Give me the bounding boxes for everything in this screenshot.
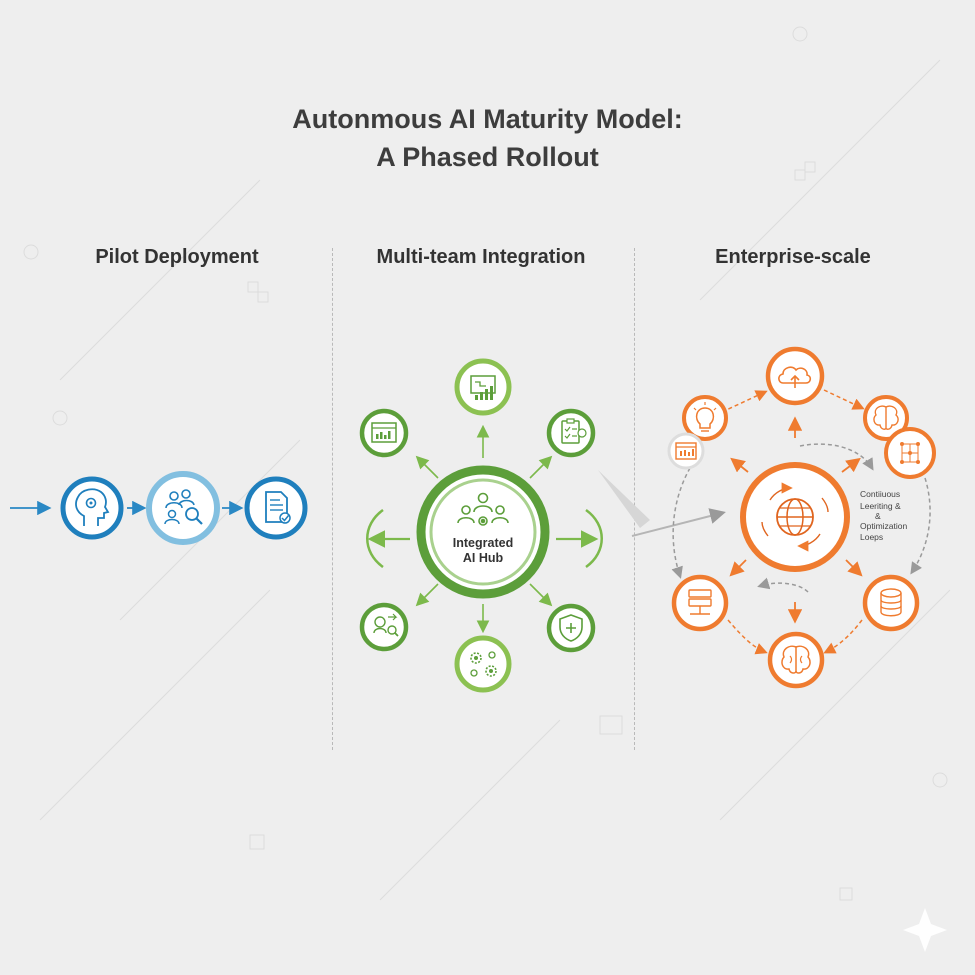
loop-connector-1 bbox=[721, 390, 768, 413]
cloud-icon bbox=[765, 346, 825, 406]
loop-connector-3 bbox=[671, 467, 691, 579]
spoke-top-right bbox=[529, 455, 553, 479]
integrated-ai-hub: Integrated AI Hub bbox=[416, 465, 550, 599]
loop-connector-6 bbox=[823, 619, 863, 654]
checklist-icon bbox=[546, 408, 596, 458]
team-search-icon bbox=[146, 471, 220, 545]
title-line-2: A Phased Rollout bbox=[376, 142, 599, 172]
left-bracket bbox=[366, 508, 384, 569]
pilot-flow bbox=[10, 471, 308, 545]
loop-connector-5 bbox=[727, 619, 768, 655]
spoke-bottom-right bbox=[529, 583, 553, 607]
server-icon bbox=[671, 574, 729, 632]
ent-spoke-bottom-left bbox=[729, 559, 747, 577]
gears-icon bbox=[454, 635, 512, 693]
brain-bottom-icon bbox=[767, 631, 825, 689]
continuous-learning-label: Contiiuous Leeriting & & Optimization Lo… bbox=[860, 489, 908, 542]
loop-label-line-1: Contiiuous bbox=[860, 489, 900, 499]
database-icon bbox=[862, 574, 920, 632]
document-check-icon bbox=[244, 476, 308, 540]
loop-connector-7 bbox=[799, 443, 874, 471]
shield-icon bbox=[546, 603, 596, 653]
right-bracket bbox=[585, 508, 603, 569]
integration-hub-diagram: Integrated AI Hub bbox=[359, 358, 603, 693]
ent-spoke-top-left bbox=[730, 457, 749, 473]
loop-connector-8 bbox=[757, 577, 809, 593]
loop-connector-2 bbox=[823, 389, 865, 410]
dashboard-screen-icon bbox=[667, 432, 705, 470]
hub-team-icon bbox=[457, 492, 509, 526]
analytics-search-icon bbox=[359, 602, 409, 652]
chart-screen-icon bbox=[359, 408, 409, 458]
loop-connector-4 bbox=[910, 477, 931, 575]
column-divider-1 bbox=[332, 248, 333, 750]
ent-spoke-bottom-right bbox=[845, 559, 863, 577]
spoke-top-left bbox=[415, 455, 439, 479]
column-divider-2 bbox=[634, 248, 635, 750]
enterprise-loop-diagram: Contiiuous Leeriting & & Optimization Lo… bbox=[667, 346, 936, 689]
globe-hub bbox=[740, 462, 850, 572]
hub-label-line-1: Integrated bbox=[453, 536, 513, 550]
dashboard-icon bbox=[454, 358, 512, 416]
loop-label-line-3: & bbox=[875, 511, 881, 521]
phase-transition-arrow bbox=[598, 470, 726, 537]
title-line-1: Autonmous AI Maturity Model: bbox=[292, 104, 683, 134]
ent-spoke-top-right bbox=[841, 457, 861, 473]
network-icon bbox=[884, 427, 936, 479]
loop-label-line-2: Leeriting & bbox=[860, 501, 901, 511]
phase-title-pilot: Pilot Deployment bbox=[95, 246, 259, 268]
spoke-bottom-left bbox=[415, 583, 439, 607]
head-gear-icon bbox=[60, 476, 124, 540]
lightbulb-icon bbox=[682, 395, 728, 441]
loop-label-line-4: Optimization bbox=[860, 521, 908, 531]
phase-title-enterprise: Enterprise-scale bbox=[715, 246, 871, 268]
phase-title-multi-team: Multi-team Integration bbox=[376, 246, 586, 268]
hub-label-line-2: AI Hub bbox=[463, 551, 504, 565]
page-title: Autonmous AI Maturity Model: A Phased Ro… bbox=[0, 100, 975, 176]
brain-icon bbox=[863, 395, 909, 441]
loop-label-line-5: Loeps bbox=[860, 532, 883, 542]
